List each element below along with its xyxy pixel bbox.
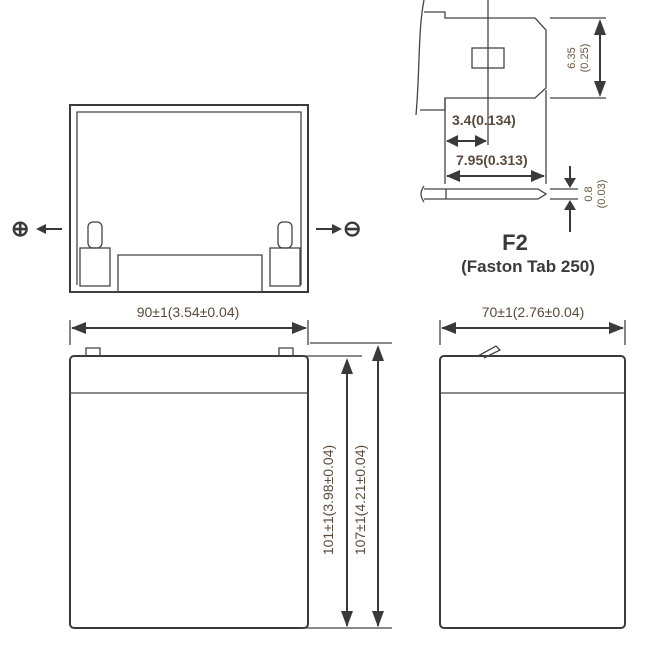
length-dimension: 90±1(3.54±0.04) (69, 304, 309, 345)
hole-offset-label: 3.4(0.134) (452, 112, 516, 128)
negative-polarity: ⊖ (316, 216, 361, 241)
width-dimension: 70±1(2.76±0.04) (439, 304, 626, 345)
height-dimension: 101±1(3.98±0.04) (300, 355, 392, 629)
total-height-label: 107±1(4.21±0.04) (352, 445, 368, 555)
positive-symbol: ⊕ (11, 216, 29, 241)
top-view (69, 104, 309, 293)
terminal-height-mm: 6.35 (566, 47, 578, 68)
negative-symbol: ⊖ (343, 216, 361, 241)
terminal-length-label: 7.95(0.313) (456, 152, 528, 168)
height-label: 101±1(3.98±0.04) (320, 445, 336, 555)
total-height-dimension: 107±1(4.21±0.04) (310, 342, 392, 627)
positive-polarity: ⊕ (11, 216, 62, 241)
side-view (439, 345, 626, 629)
positive-terminal-top (79, 221, 111, 287)
terminal-detail: 6.35 (0.25) 3.4(0.134) 7.95(0.313) 0.8 (… (415, 0, 608, 276)
terminal-type: (Faston Tab 250) (461, 257, 595, 276)
width-label: 70±1(2.76±0.04) (482, 304, 585, 320)
terminal-name: F2 (502, 230, 528, 255)
terminal-thickness-in: (0.03) (596, 180, 608, 209)
length-label: 90±1(3.54±0.04) (137, 304, 240, 320)
terminal-height-in: (0.25) (579, 44, 591, 73)
negative-terminal-top (269, 221, 301, 287)
front-view (69, 347, 309, 629)
terminal-thickness-mm: 0.8 (583, 186, 595, 201)
